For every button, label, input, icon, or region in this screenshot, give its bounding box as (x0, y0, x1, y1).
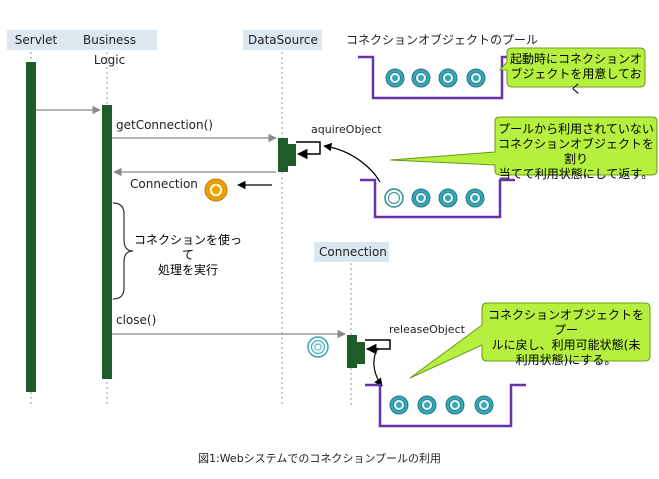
released-connection-icon (307, 336, 329, 358)
label-processing-line-2: 処理を実行 (157, 263, 218, 277)
figure-caption: 図1:Webシステムでのコネクションプールの利用 (198, 452, 442, 465)
label-release-object: releaseObject (389, 323, 465, 336)
callout-startup-line-2: ブジェクトを用意しておく (510, 67, 642, 96)
connection-pool-after-acquire (360, 178, 515, 219)
activation-connection-nested (355, 342, 365, 364)
connection-pool-initial (358, 55, 516, 100)
callout-release-line-2: ルに戻し、利用可能状態(未 (491, 338, 641, 352)
callout-release-line-3: 利用状態)にする。 (515, 353, 617, 367)
activation-servlet (26, 62, 36, 392)
label-close: close() (116, 313, 157, 327)
curve-connection-to-pool (373, 347, 383, 387)
label-aquire-object: aquireObject (311, 123, 382, 136)
label-processing: コネクションを使って 処理を実行 (133, 233, 243, 278)
callout-acquire-line-2: コネクションオブジェクトを割り (497, 137, 654, 166)
header-datasource: DataSource (243, 30, 322, 50)
label-get-connection: getConnection() (116, 118, 213, 132)
header-business-logic: Business Logic (62, 30, 157, 67)
activation-business-logic (102, 105, 112, 379)
activation-connection (347, 335, 357, 368)
processing-brace (112, 202, 134, 300)
activation-datasource (278, 138, 288, 172)
callout-acquire-line-3: 当てて利用状態にして返す。 (498, 167, 654, 181)
header-servlet: Servlet (7, 30, 65, 50)
activation-datasource-nested (286, 144, 296, 166)
self-arrow-aquire (296, 141, 321, 160)
connection-pool-after-release (365, 383, 526, 428)
connection-in-use-icon (204, 178, 228, 202)
label-connection-return: Connection (130, 177, 198, 191)
callout-release-line-1: コネクションオブジェクトをプー (487, 308, 644, 337)
curve-pool-to-datasource (323, 142, 381, 183)
callout-release-bubble (409, 302, 651, 379)
callout-acquire-bubble (389, 116, 658, 176)
callout-startup-line-1: 起動時にコネクションオ (509, 52, 642, 66)
callout-release: コネクションオブジェクトをプー ルに戻し、利用可能状態(未 利用状態)にする。 (484, 308, 648, 368)
callout-acquire: プールから利用されていない コネクションオブジェクトを割り 当てて利用状態にして… (497, 122, 655, 182)
callout-acquire-line-1: プールから利用されていない (498, 122, 654, 136)
header-connection: Connection (314, 242, 389, 262)
callout-startup: 起動時にコネクションオ ブジェクトを用意しておく (509, 52, 643, 97)
label-processing-line-1: コネクションを使って (133, 233, 242, 262)
pool-title: コネクションオブジェクトのプール (346, 33, 539, 47)
callout-startup-bubble (498, 47, 646, 88)
self-arrow-release (365, 339, 391, 355)
